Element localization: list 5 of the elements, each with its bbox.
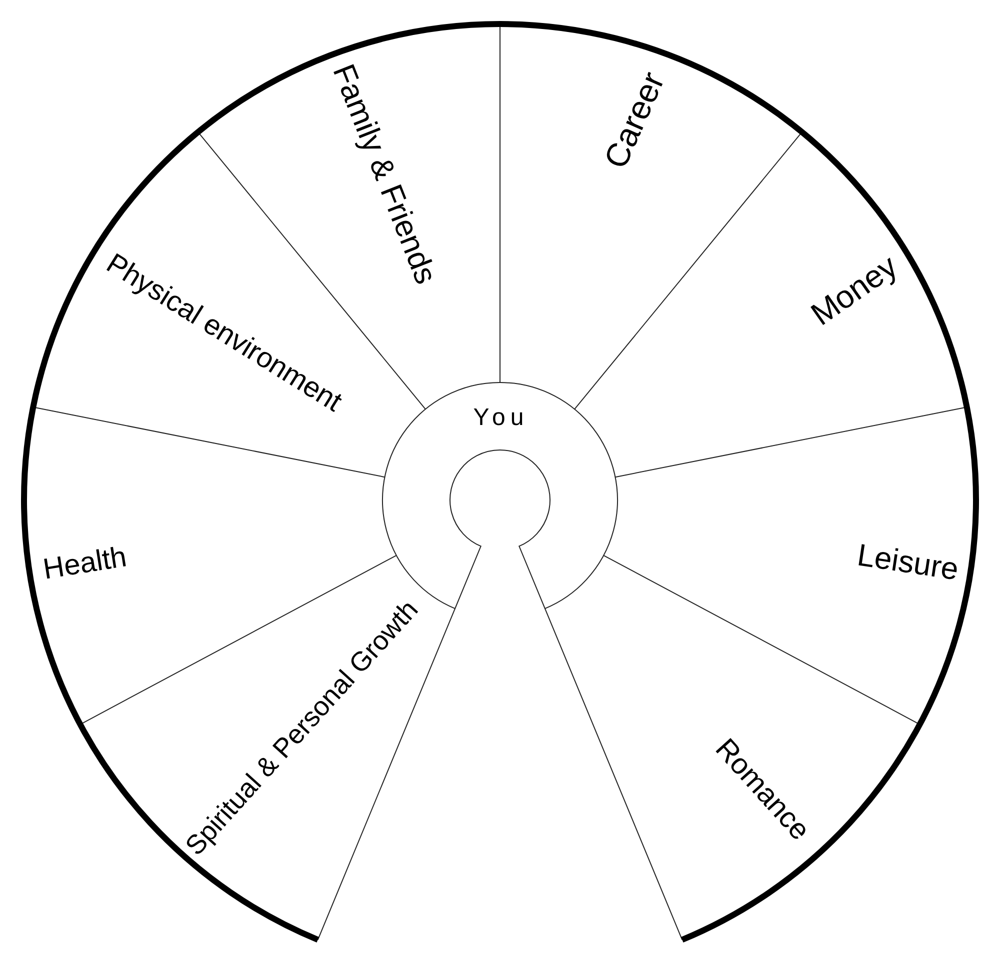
center-label: You — [473, 406, 529, 430]
segment-label: Family & Friends — [328, 60, 442, 288]
segment-label: Health — [41, 543, 129, 585]
segment-label: Career — [598, 67, 670, 173]
segment-label: Leisure — [855, 539, 961, 585]
